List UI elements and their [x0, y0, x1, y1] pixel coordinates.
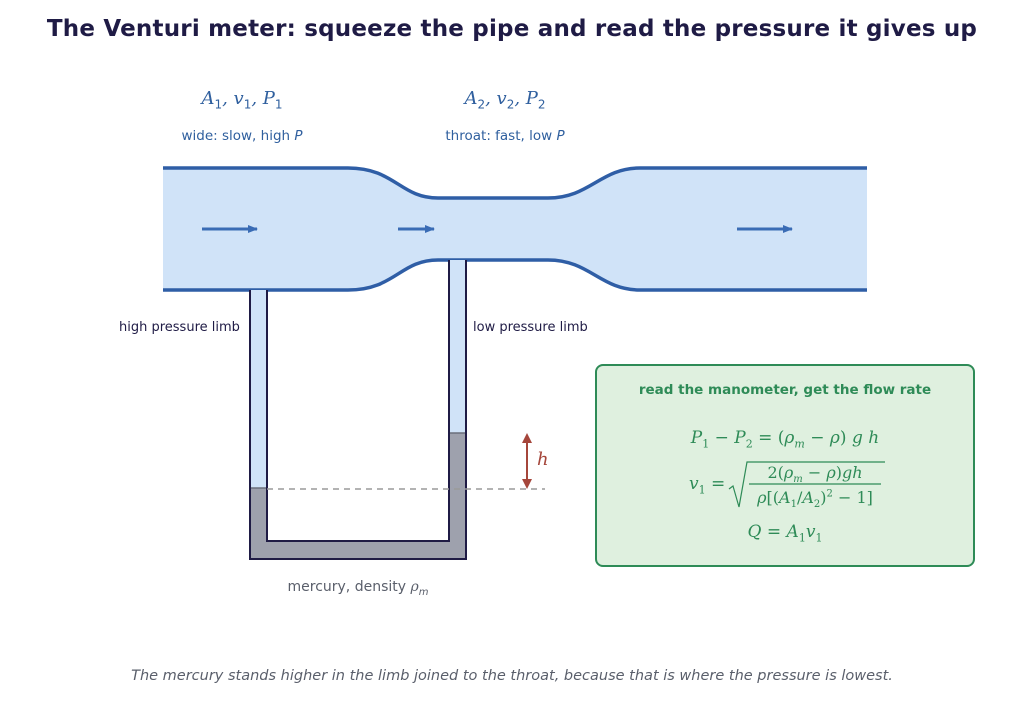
manometer-inner-wall — [266, 260, 450, 542]
throat-variables: A2, v2, P2 — [464, 88, 546, 112]
height-arrow-top-head — [522, 433, 532, 443]
inlet-variables: A1, v1, P1 — [201, 88, 283, 112]
bottom-mercury — [250, 541, 465, 558]
inlet-description: wide: slow, high P — [181, 128, 303, 144]
left-limb-mercury — [250, 488, 266, 558]
throat-description: throat: fast, low P — [445, 128, 565, 144]
pressure-difference-equation: P1 − P2 = (ρm − ρ) g h — [690, 428, 880, 451]
mercury-label: mercury, density ρm — [287, 579, 429, 598]
sqrt-symbol — [728, 461, 885, 508]
right-limb-mercury — [449, 433, 465, 558]
height-label: h — [537, 449, 549, 470]
high-pressure-limb-label: high pressure limb — [119, 320, 240, 335]
panel-title: read the manometer, get the flow rate — [638, 382, 932, 398]
height-arrow-bottom-head — [522, 479, 532, 489]
manometer-outer-wall — [249, 260, 467, 560]
velocity-equation: v1 = 2(ρm − ρ)gh ρ[(A1/A2)2 − 1] — [689, 459, 889, 511]
page-title: The Venturi meter: squeeze the pipe and … — [46, 16, 978, 42]
pipe-top-wall — [163, 166, 867, 200]
pipe-bottom-wall — [163, 258, 867, 292]
pipe-body — [163, 168, 867, 290]
caption: The mercury stands higher in the limb jo… — [131, 668, 893, 684]
flow-rate-equation: Q = A1v1 — [747, 522, 823, 545]
low-pressure-limb-label: low pressure limb — [473, 320, 588, 335]
left-limb-water — [250, 290, 266, 488]
formula-panel: read the manometer, get the flow rate P1… — [595, 364, 975, 567]
right-limb-water — [449, 260, 465, 433]
